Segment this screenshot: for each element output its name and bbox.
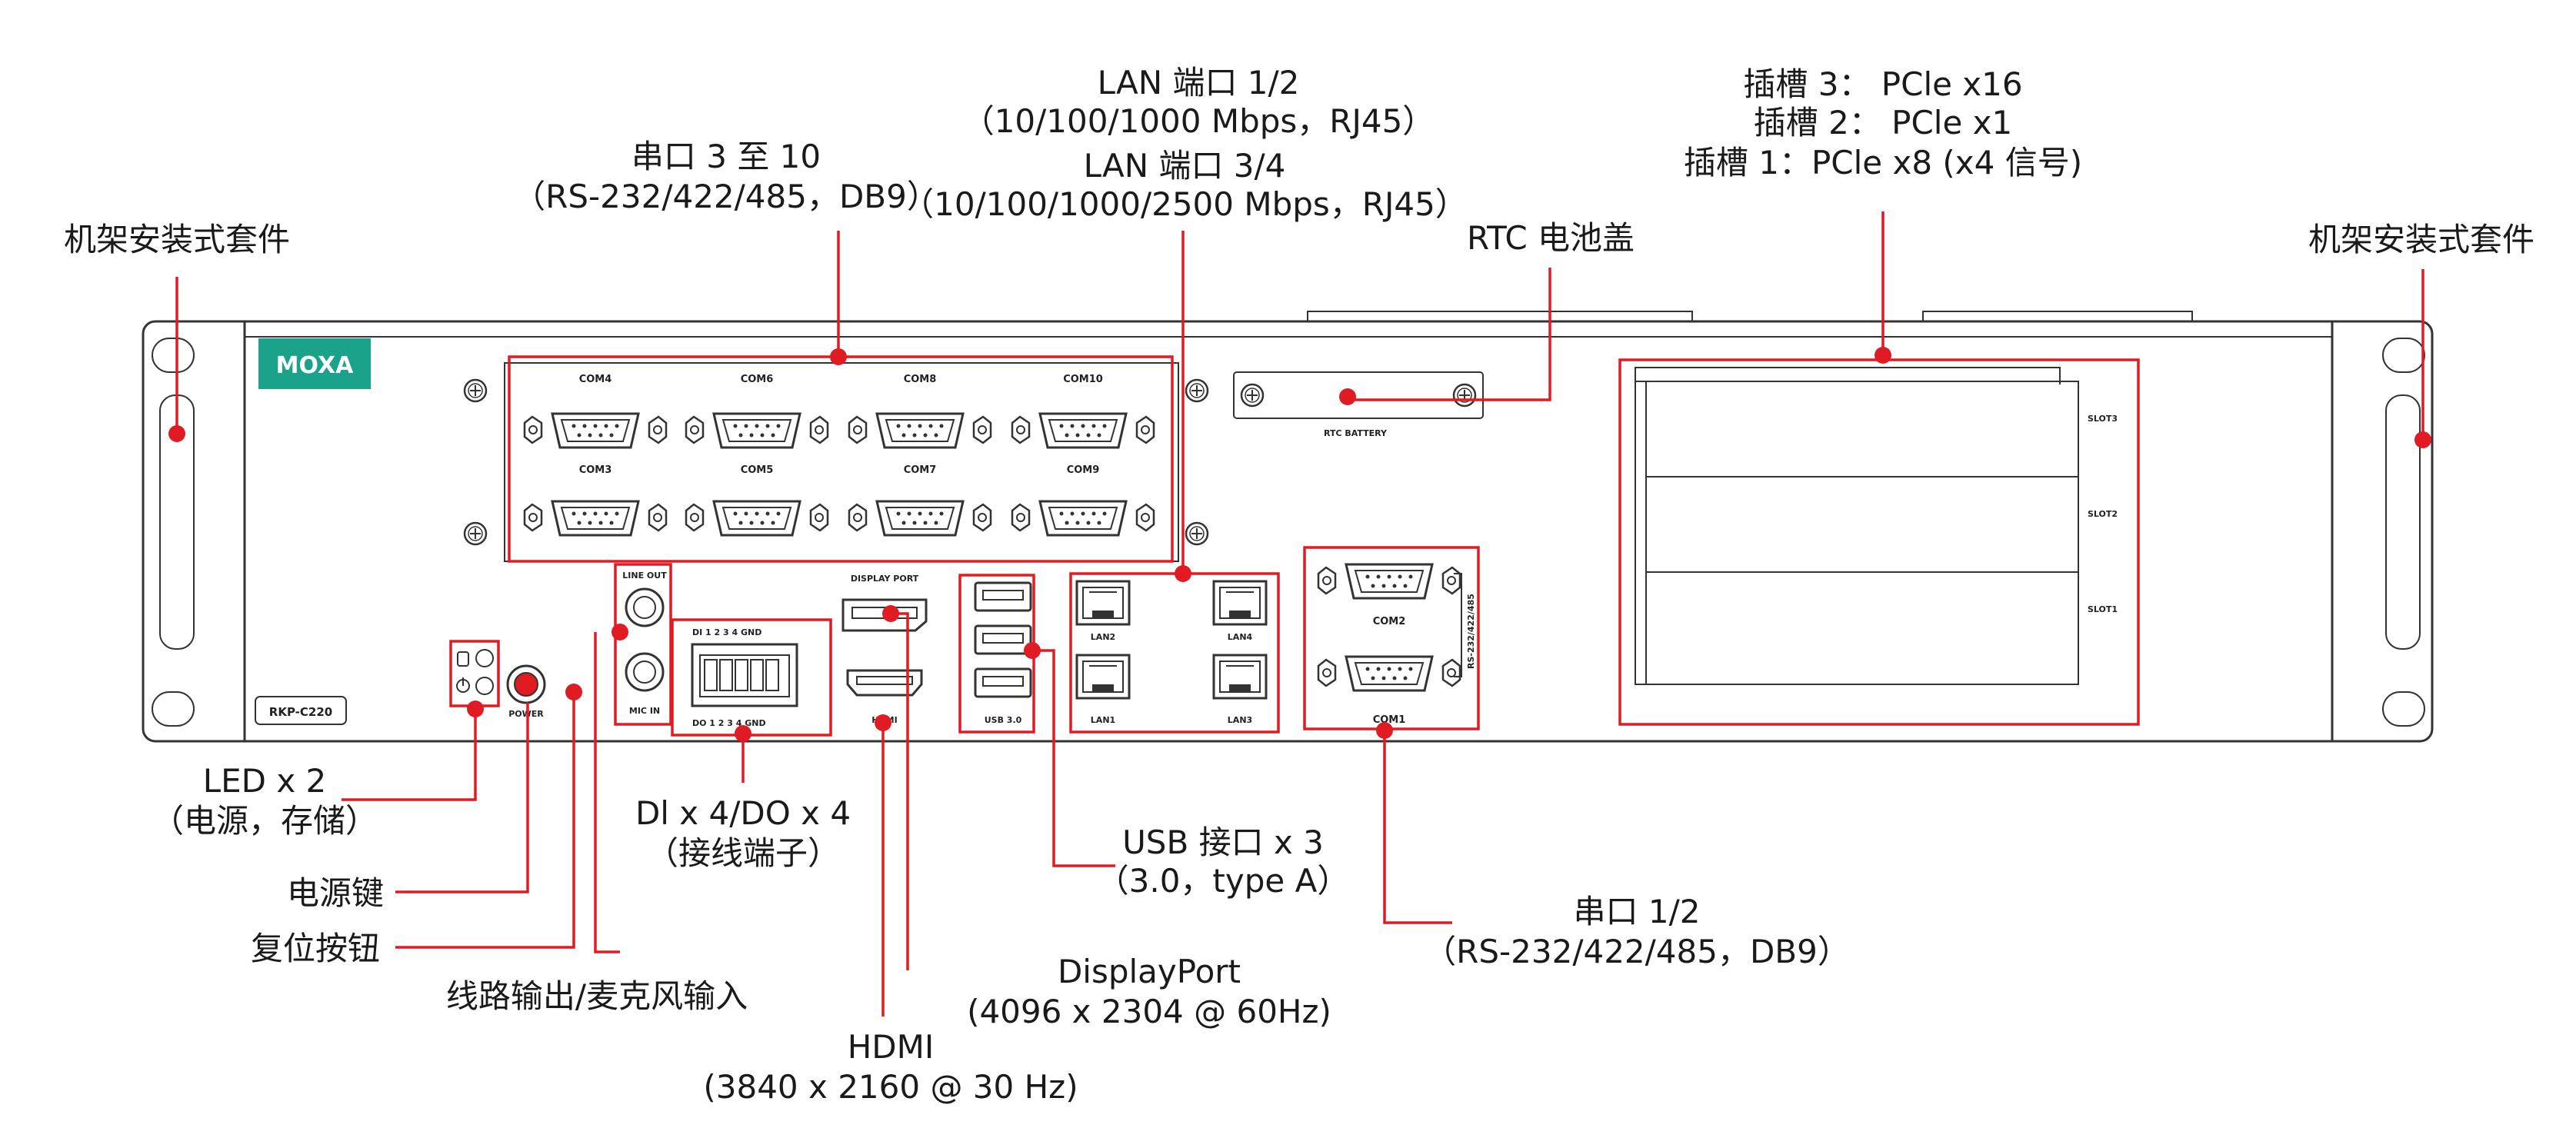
- dio-bottom-label: DO 1 2 3 4 GND: [692, 718, 766, 728]
- callout-rack-left: 机架安装式套件: [64, 221, 290, 258]
- mic-in-label: MIC IN: [629, 706, 660, 716]
- callout-lan12-spec: （10/100/1000 Mbps，RJ45）: [962, 102, 1435, 140]
- callout-serial-1-2-title: 串口 1/2: [1574, 893, 1701, 930]
- callout-lan12-title: LAN 端口 1/2: [1098, 64, 1300, 101]
- audio-highlight: [614, 563, 672, 726]
- slot3-label: SLOT3: [2088, 414, 2118, 424]
- com6-label: COM6: [741, 374, 774, 385]
- serial-com-1-2-block: [1317, 563, 1462, 692]
- usb-port-3[interactable]: [974, 667, 1032, 698]
- lan1-label: LAN1: [1091, 715, 1115, 725]
- slot2-label: SLOT2: [2088, 509, 2118, 519]
- rack-ear-right[interactable]: [2382, 338, 2425, 727]
- usb-port-2[interactable]: [974, 624, 1032, 655]
- usb-ports-block: [974, 581, 1032, 698]
- lan2-label: LAN2: [1091, 632, 1115, 642]
- callout-usb-spec: （3.0，type A）: [1097, 862, 1350, 900]
- expansion-slots: [1635, 367, 2079, 685]
- lan3-port[interactable]: [1212, 654, 1268, 700]
- callout-reset: 复位按钮: [251, 930, 380, 967]
- mic-in-jack[interactable]: [625, 652, 665, 692]
- com2-label: COM2: [1373, 616, 1406, 627]
- com8-label: COM8: [904, 374, 937, 385]
- callout-dp-spec: (4096 x 2304 @ 60Hz): [967, 993, 1331, 1030]
- power-led: [475, 677, 494, 695]
- led-indicators: [456, 649, 494, 695]
- callout-slot1: 插槽 1：PCle x8 (x4 信号): [1684, 144, 2082, 181]
- com4-label: COM4: [579, 374, 612, 385]
- callout-slot3: 插槽 3： PCle x16: [1743, 65, 2022, 103]
- line-out-jack[interactable]: [625, 587, 665, 627]
- callout-serial-3-10-spec: （RS-232/422/485，DB9）: [513, 178, 939, 215]
- callout-serial-1-2-spec: （RS-232/422/485，DB9）: [1424, 933, 1850, 970]
- callout-audio: 线路输出/麦克风输入: [446, 977, 748, 1015]
- lan1-port[interactable]: [1075, 654, 1131, 700]
- moxa-logo-text: MOXA: [276, 352, 354, 379]
- callout-dio-title: Dl x 4/DO x 4: [635, 794, 851, 832]
- callout-hdmi-title: HDMI: [848, 1028, 935, 1066]
- callout-lan34-spec: （10/100/1000/2500 Mbps，RJ45）: [901, 185, 1468, 223]
- callout-slot2: 插槽 2： PCle x1: [1754, 104, 2013, 141]
- callout-power-key: 电源键: [287, 874, 384, 912]
- com3-label: COM3: [579, 464, 612, 476]
- callout-usb-title: USB 接口 x 3: [1122, 824, 1324, 861]
- callout-dp-title: DisplayPort: [1058, 953, 1241, 990]
- power-button[interactable]: [506, 664, 546, 704]
- lan3-label: LAN3: [1228, 715, 1252, 725]
- callouts: 机架安装式套件 机架安装式套件 串口 3 至 10 （RS-232/422/48…: [64, 64, 2534, 1106]
- model-plate: [255, 696, 347, 725]
- com5-label: COM5: [741, 464, 774, 476]
- lan4-label: LAN4: [1228, 632, 1253, 642]
- rtc-battery-cover[interactable]: [1233, 371, 1484, 419]
- storage-led: [475, 649, 494, 667]
- callout-hdmi-spec: (3840 x 2160 @ 30 Hz): [703, 1068, 1078, 1106]
- callout-serial-3-10-title: 串口 3 至 10: [632, 138, 821, 175]
- dio-terminal-block[interactable]: [691, 643, 798, 707]
- storage-icon: [457, 651, 469, 667]
- slot1-label: SLOT1: [2088, 604, 2118, 614]
- callout-led-spec: （电源，存储）: [152, 802, 378, 840]
- chassis: [142, 311, 2434, 743]
- lan4-port[interactable]: [1212, 580, 1268, 626]
- dio-top-label: DI 1 2 3 4 GND: [692, 627, 761, 637]
- hdmi-connector[interactable]: [846, 669, 923, 697]
- displayport-label: DISPLAY PORT: [851, 574, 919, 584]
- rtc-battery-label: RTC BATTERY: [1324, 428, 1388, 438]
- usb-label: USB 3.0: [985, 715, 1022, 725]
- usb-port-1[interactable]: [974, 581, 1032, 612]
- com9-label: COM9: [1067, 464, 1100, 476]
- slot1-bay[interactable]: [1645, 571, 2079, 685]
- com10-label: COM10: [1063, 374, 1103, 385]
- lan2-port[interactable]: [1075, 580, 1131, 626]
- callout-lan34-title: LAN 端口 3/4: [1084, 147, 1286, 185]
- callout-led-title: LED x 2: [203, 762, 327, 800]
- leader-lines: [168, 211, 2431, 1017]
- com7-label: COM7: [904, 464, 937, 476]
- model-label: RKP-C220: [269, 705, 332, 719]
- dio-highlight: [671, 618, 832, 737]
- rs-side-label: RS-232/422/485: [1466, 594, 1476, 669]
- callout-rack-right: 机架安装式套件: [2308, 221, 2534, 258]
- callout-rtc: RTC 电池盖: [1467, 219, 1635, 257]
- front-panel: [243, 320, 2334, 743]
- callout-dio-spec: （接线端子）: [646, 834, 840, 872]
- moxa-logo: [258, 338, 371, 389]
- line-out-label: LINE OUT: [622, 571, 667, 581]
